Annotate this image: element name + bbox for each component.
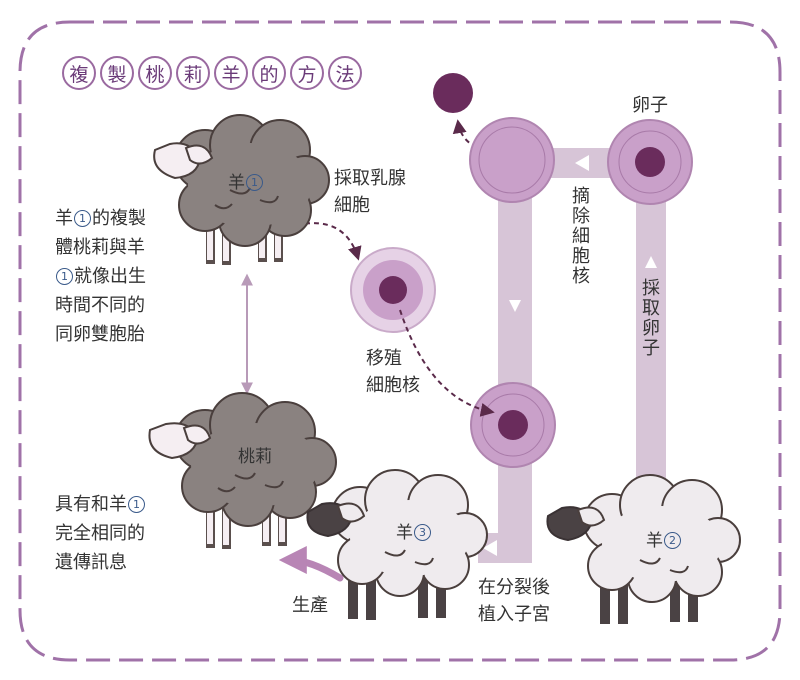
mammary-cell [350,247,436,333]
dolly-label: 桃莉 [238,447,272,467]
split-implant-label: 在分裂後 植入子宮 [478,574,550,628]
diagram-title: 複 製 桃 莉 羊 的 方 法 [62,56,362,90]
twins-note-line-5: 同卵雙胞胎 [55,324,145,345]
collect-mammary-line-1: 採取乳腺 [334,168,406,189]
title-char: 羊 [214,56,248,90]
sheep-2-label-text: 羊 [646,531,663,551]
twins-note-text: 就像出生 [74,266,146,287]
title-char: 複 [62,56,96,90]
enucleated-egg-cell [469,117,555,203]
egg-nucleus [635,147,665,177]
split-implant-line-1: 在分裂後 [478,577,550,598]
sheep-3-illustration [306,469,488,620]
twins-note-line-2: 體桃莉與羊 [55,237,145,258]
collect-mammary-label: 採取乳腺 細胞 [334,165,406,219]
twins-note-number: 1 [56,268,73,285]
sheep-2-illustration [546,474,741,624]
birth-arrow [278,546,344,582]
title-char: 方 [290,56,324,90]
dolly-illustration [148,392,337,549]
split-implant-line-2: 植入子宮 [478,604,550,625]
sheep-3-number: 3 [414,524,431,541]
twins-note-text: 的複製 [92,208,146,229]
transplant-line-1: 移殖 [366,348,402,369]
twins-note-number: 1 [74,210,91,227]
title-char: 法 [328,56,362,90]
same-genes-text: 具有和羊 [55,494,127,515]
sheep-3-label-text: 羊 [396,523,413,543]
sheep-2-number: 2 [664,532,681,549]
mammary-nucleus [379,276,407,304]
same-genes-number: 1 [128,496,145,513]
collect-egg-label: 採取卵子 [639,278,660,358]
transplant-line-2: 細胞核 [366,375,420,396]
dashed-border [18,20,782,662]
fused-cell [470,382,556,468]
fused-nucleus [498,410,528,440]
egg-cell [607,119,693,205]
birth-label: 生產 [292,595,328,616]
sheep-1-number: 1 [246,174,263,191]
title-char: 製 [100,56,134,90]
transplant-label: 移殖 細胞核 [366,345,420,399]
extracted-nucleus [433,73,473,113]
egg-label: 卵子 [632,95,668,116]
same-genes-line-3: 遺傳訊息 [55,552,127,573]
transplant-arrow [399,309,495,417]
twins-note-line-4: 時間不同的 [55,295,145,316]
title-char: 的 [252,56,286,90]
collect-mammary-line-2: 細胞 [334,195,370,216]
title-char: 桃 [138,56,172,90]
track-arrows [483,155,657,556]
twins-note-text: 羊 [55,208,73,229]
collect-mammary-arrow [295,222,362,261]
same-genes-line-2: 完全相同的 [55,523,145,544]
title-char: 莉 [176,56,210,90]
remove-nucleus-label: 摘除細胞核 [569,186,590,286]
sheep-1-label-text: 羊 [228,173,245,193]
